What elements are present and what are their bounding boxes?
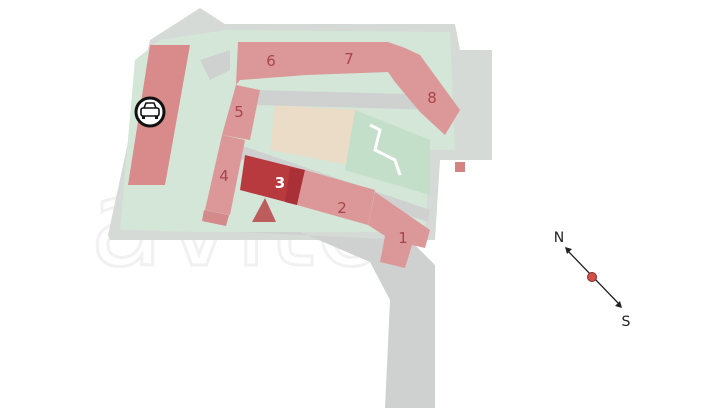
building-3[interactable]: 3 xyxy=(240,155,305,205)
building-4[interactable]: 4 xyxy=(202,135,245,226)
compass: N S xyxy=(554,230,631,330)
compass-center-dot xyxy=(587,272,597,282)
building-8[interactable]: 8 xyxy=(388,42,460,135)
svg-text:4: 4 xyxy=(219,167,229,185)
building-6[interactable]: 6 xyxy=(236,42,306,85)
building-2[interactable]: 2 xyxy=(297,170,375,225)
view-cone xyxy=(252,198,276,222)
buildings: 6 7 8 5 4 3 2 1 xyxy=(202,42,460,268)
small-structure xyxy=(455,162,465,172)
building-5[interactable]: 5 xyxy=(222,85,260,140)
svg-text:7: 7 xyxy=(344,50,354,68)
svg-text:6: 6 xyxy=(266,52,276,70)
site-ground xyxy=(108,8,492,408)
svg-text:8: 8 xyxy=(427,89,437,107)
building-1[interactable]: 1 xyxy=(368,192,430,268)
svg-text:5: 5 xyxy=(234,103,244,121)
car-icon[interactable] xyxy=(134,96,166,128)
compass-north-label: N xyxy=(554,230,564,246)
svg-text:3: 3 xyxy=(275,174,285,192)
compass-south-label: S xyxy=(622,314,631,330)
svg-text:2: 2 xyxy=(337,199,347,217)
svg-text:1: 1 xyxy=(398,229,408,247)
building-7[interactable]: 7 xyxy=(306,42,388,75)
